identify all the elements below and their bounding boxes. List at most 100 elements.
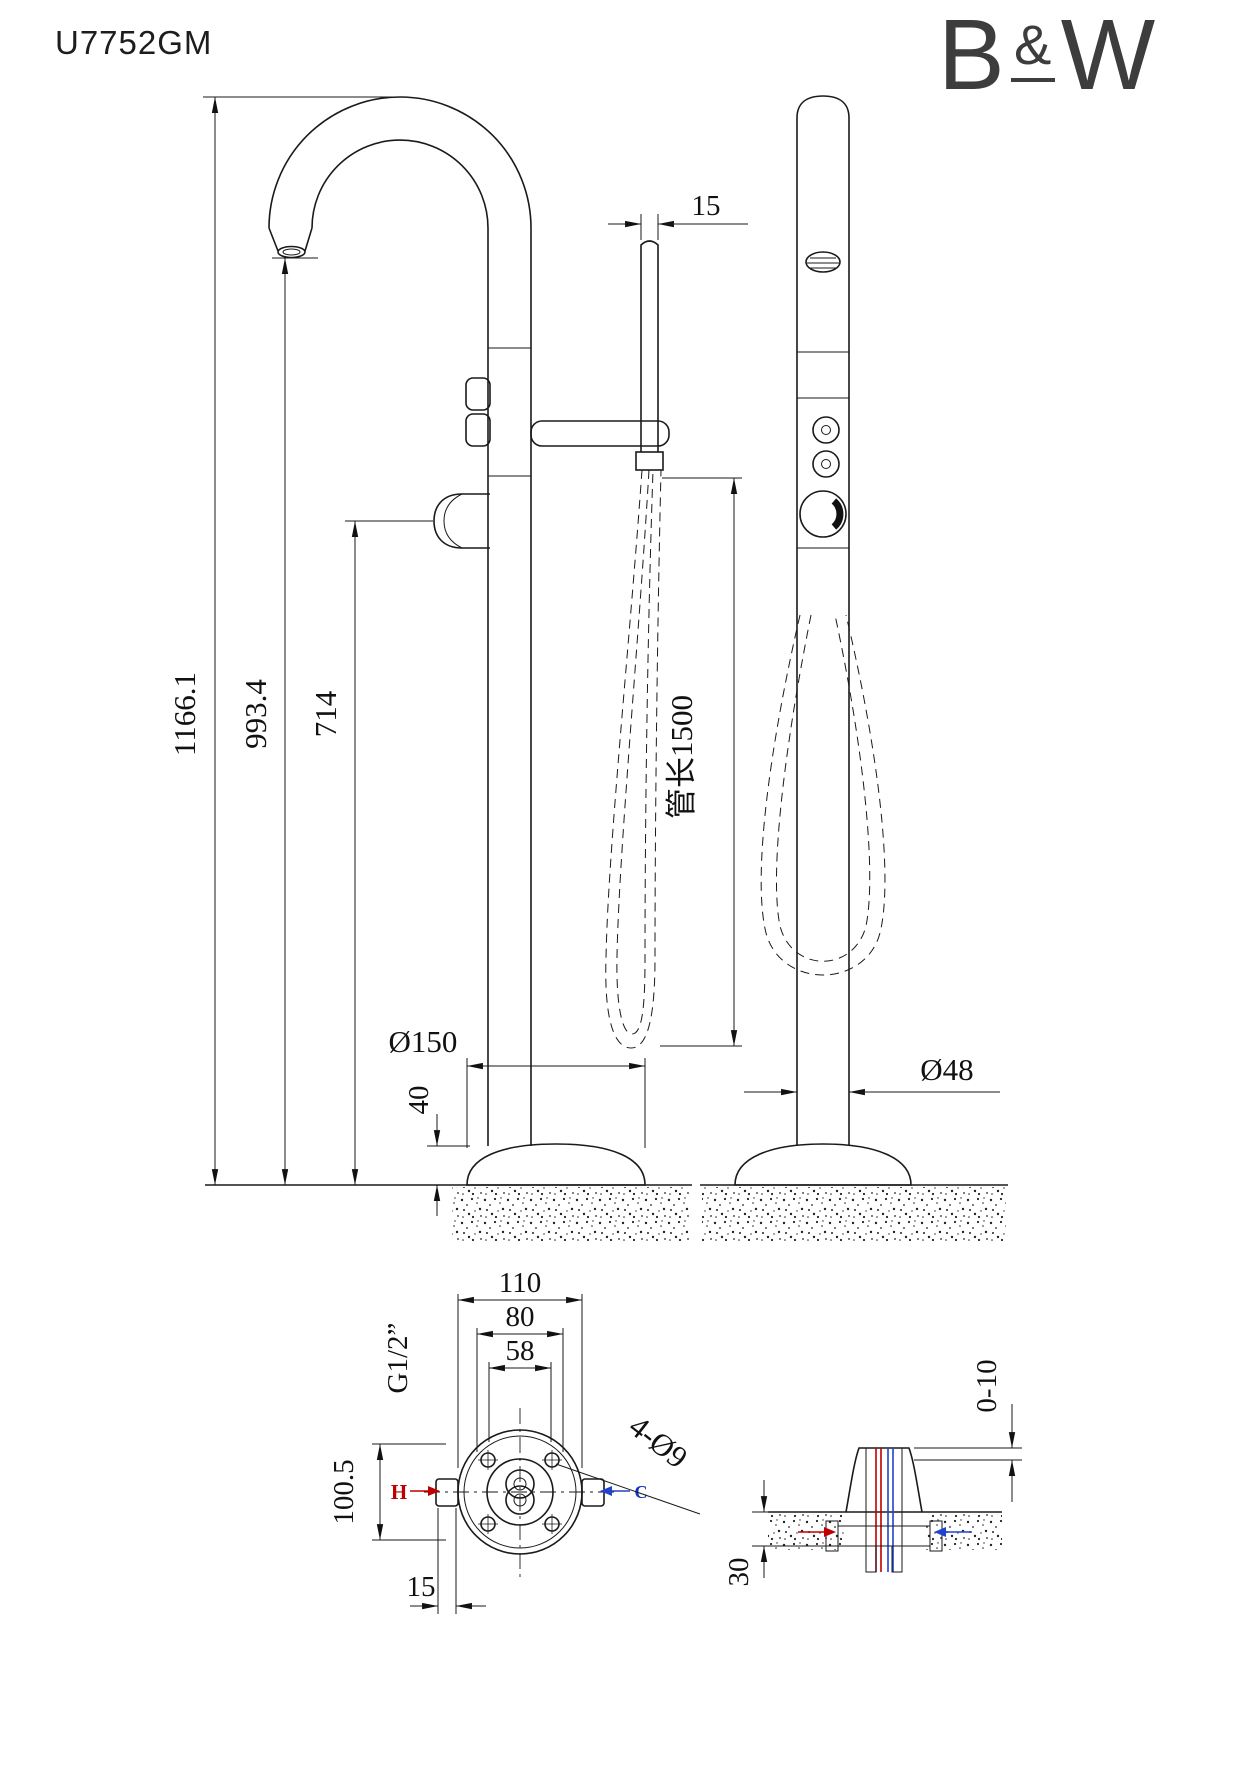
brand-letter-b: B (938, 0, 1005, 111)
inlet-stub-cold (581, 1478, 605, 1507)
dim-spout-height: 993.4 (238, 257, 318, 1185)
dim-center-height: 100.5 (328, 1443, 446, 1541)
bolt-holes-callout: 4-Ø9 (555, 1408, 701, 1515)
button-lower (812, 450, 840, 478)
bolt-hole-center-marks (478, 1450, 562, 1534)
dim-inlet-offset: 15 (407, 1508, 486, 1614)
sprayface-hatch (807, 257, 839, 269)
diverter-button-lower (465, 413, 491, 447)
dim-base-diameter-label: Ø150 (389, 1024, 458, 1059)
extension-lines (640, 214, 659, 240)
handshower-wand (640, 240, 659, 452)
model-number: U7752GM (55, 24, 213, 61)
inlet-stub-hot (435, 1478, 459, 1507)
dim-total-height-label: 1166.1 (167, 672, 202, 756)
port-lower-bore (513, 1493, 527, 1507)
hose-inner-curve (616, 469, 654, 1035)
sprayface-oval (805, 251, 841, 273)
side-joint-lines (797, 351, 849, 549)
extension-lines (488, 1362, 552, 1442)
bracket-bolt-right (929, 1520, 943, 1552)
side-ground-hatch (702, 1187, 1006, 1241)
temperature-handle-profile (443, 493, 463, 549)
port-lower (505, 1485, 535, 1515)
extension-lines (457, 1294, 583, 1468)
extension-lines (466, 1058, 646, 1148)
dim-embed-depth-label: 30 (723, 1558, 755, 1587)
cold-label: C (635, 1482, 648, 1502)
dim-embed-depth: 30 (723, 1480, 840, 1587)
hot-label: H (391, 1480, 407, 1504)
button-upper-dot (821, 425, 831, 435)
temperature-knob-mark (831, 498, 844, 530)
cold-flow-head (934, 1527, 946, 1537)
dim-inner-circle: 58 (488, 1335, 552, 1442)
bolt-holes (478, 1450, 562, 1534)
port-upper (505, 1469, 535, 1499)
temperature-handle (433, 493, 490, 549)
front-view: 1166.1 993.4 714 15 管长 (167, 96, 748, 1241)
hot-inlet-marker: H (391, 1480, 440, 1504)
bracket-leg-left (865, 1545, 877, 1573)
mounting-bracket (838, 1525, 930, 1547)
dim-pipe-diameter: Ø48 (744, 1052, 1000, 1096)
dim-flange-diameter-label: 110 (499, 1267, 541, 1299)
flange-second-circle (463, 1435, 577, 1549)
side-column-outline (796, 95, 850, 1146)
dim-bolt-circle: 80 (476, 1301, 564, 1452)
thread-label: G1/2” (382, 1323, 414, 1394)
front-base (466, 1143, 646, 1186)
bolt-holes-label: 4-Ø9 (623, 1408, 695, 1475)
dim-base-height: 40 (403, 1086, 470, 1216)
dim-spout-height-label: 993.4 (238, 679, 273, 749)
dim-floor-gap: 0-10 (914, 1359, 1022, 1502)
extension-lines (372, 1443, 446, 1541)
hose-loop-outer (760, 614, 886, 976)
pipe-joint-lines (488, 347, 531, 477)
button-lower-dot (821, 459, 831, 469)
button-upper (812, 416, 840, 444)
bracket-leg-right (891, 1545, 903, 1573)
dim-center-height-label: 100.5 (328, 1459, 360, 1524)
dim-base-diameter: Ø150 (389, 1024, 646, 1148)
hose-outer-curve (605, 469, 662, 1049)
pipe-walls (865, 1448, 903, 1572)
dim-hose-length: 管长1500 (660, 477, 742, 1047)
diverter-button-upper (465, 377, 491, 411)
dim-floor-gap-label: 0-10 (971, 1359, 1003, 1412)
hot-flow-arrow (798, 1527, 836, 1537)
cold-inlet-marker: C (600, 1482, 648, 1502)
spout-mouth (277, 245, 306, 259)
centerlines (424, 1408, 616, 1578)
hot-supply-lines (875, 1448, 882, 1572)
extension-lines (660, 477, 742, 1047)
port-upper-bore (513, 1477, 527, 1491)
cold-arrow-head (600, 1486, 612, 1496)
hot-flow-head (824, 1527, 836, 1537)
brand-logo: B & W (938, 0, 1156, 111)
base-section-profile (845, 1447, 923, 1513)
side-base (734, 1143, 912, 1186)
dim-inlet-offset-label: 15 (407, 1571, 436, 1603)
temperature-knob (799, 490, 847, 538)
brand-ampersand: & (1014, 13, 1052, 76)
extension-lines (914, 1447, 1022, 1461)
dim-total-height: 1166.1 (167, 96, 404, 1185)
extension-lines (437, 1508, 457, 1614)
handshower-holder (530, 420, 670, 447)
front-ground-hatch (452, 1187, 690, 1241)
spout-mouth-inner (282, 248, 301, 256)
dim-flange-diameter: 110 (457, 1267, 583, 1468)
brand-ampersand-block: & (1011, 13, 1055, 82)
dim-base-height-label: 40 (403, 1086, 435, 1115)
hot-arrow-head (428, 1486, 440, 1496)
dim-pipe-diameter-label: Ø48 (920, 1052, 973, 1087)
hose-loop-inner (775, 614, 871, 962)
brand-letter-w: W (1060, 0, 1156, 111)
dim-handle-height-label: 714 (308, 690, 343, 737)
hose-nut (635, 451, 664, 471)
flange-inner-circle (486, 1458, 554, 1526)
extension-lines (476, 1328, 564, 1452)
